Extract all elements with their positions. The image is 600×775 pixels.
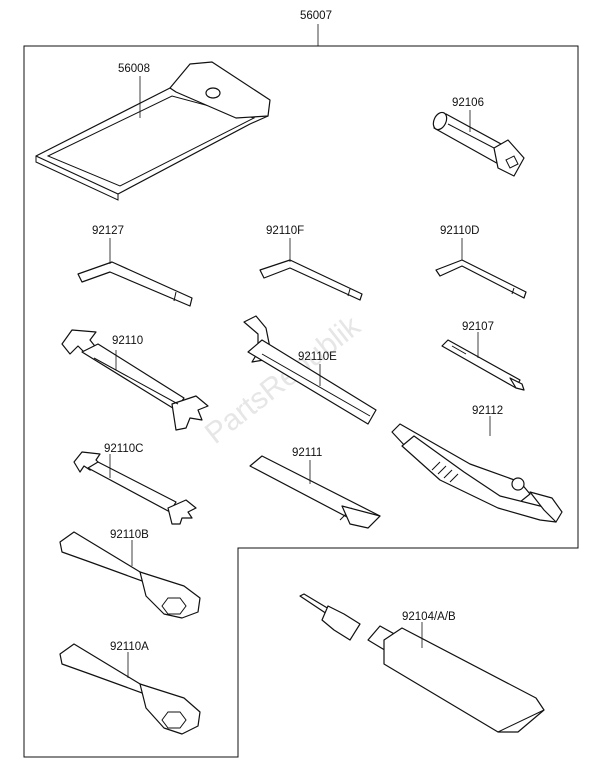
label-hex-key-small: 92110D xyxy=(440,225,479,237)
assembly-label: 56007 xyxy=(300,10,332,22)
pliers xyxy=(391,423,563,523)
plug-wrench xyxy=(432,111,525,177)
small-wrench xyxy=(73,451,197,525)
label-hook-spanner: 92110E xyxy=(298,351,337,363)
label-screwdriver-bit: 92107 xyxy=(462,321,494,333)
label-small-wrench: 92110C xyxy=(104,443,143,455)
label-hex-key-mid: 92110F xyxy=(266,225,304,237)
grease-tube xyxy=(299,593,545,733)
screwdriver-bit xyxy=(441,339,525,391)
label-tool-handle: 92111 xyxy=(292,447,322,459)
hex-key-small xyxy=(435,259,527,299)
open-end-wrench xyxy=(61,329,209,431)
hook-spanner xyxy=(243,315,377,425)
label-plug-wrench: 92106 xyxy=(452,97,484,109)
tool-handle xyxy=(249,455,381,529)
ring-wrench-a xyxy=(59,643,201,735)
label-ring-wrench-a: 92110A xyxy=(110,641,149,653)
ring-wrench-b xyxy=(59,531,201,619)
svg-text:PartsRepublik: PartsRepublik xyxy=(199,309,367,451)
label-ring-wrench-b: 92110B xyxy=(110,529,149,541)
hex-key-mid xyxy=(259,259,363,301)
hex-key-large xyxy=(77,261,193,307)
assembly-outline xyxy=(23,45,579,758)
label-pouch: 56008 xyxy=(118,63,150,75)
label-open-end-wrench: 92110 xyxy=(112,335,143,347)
tool-pouch xyxy=(35,61,271,201)
label-grease-tube: 92104/A/B xyxy=(402,611,456,623)
label-pliers: 92112 xyxy=(472,405,503,417)
watermark: PartsRepublik xyxy=(199,309,367,451)
label-hex-key-large: 92127 xyxy=(92,225,124,237)
